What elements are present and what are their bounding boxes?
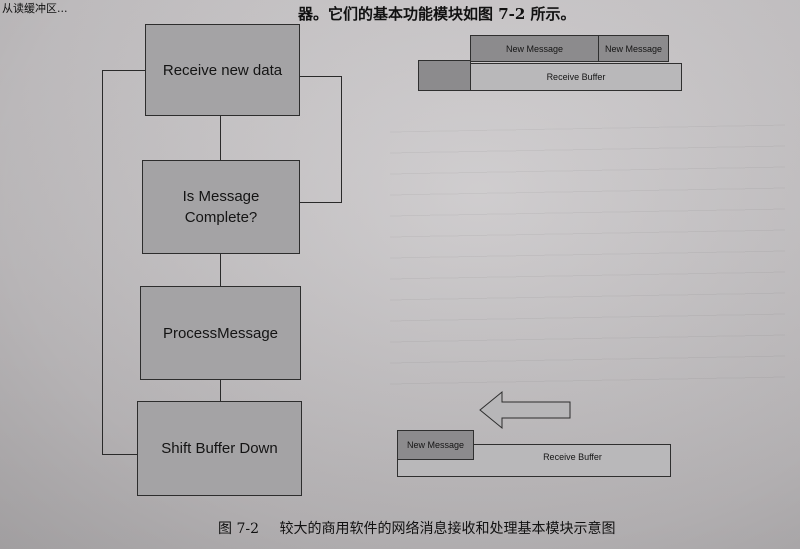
complete-to-process-line — [220, 254, 221, 286]
loop-left-top-line — [102, 70, 145, 71]
loop-left-vertical-line — [102, 70, 103, 454]
top-buffer-prefix-block — [418, 60, 471, 91]
process-to-shift-line — [220, 380, 221, 401]
shift-left-arrow-icon — [479, 390, 571, 430]
loop-right-bottom-line — [300, 202, 341, 203]
bottom-new-message: New Message — [397, 430, 474, 460]
top-receive-buffer: Receive Buffer — [470, 63, 682, 91]
loop-left-bottom-line — [102, 454, 137, 455]
shift-buffer-down-box: Shift Buffer Down — [137, 401, 302, 496]
process-message-box: ProcessMessage — [140, 286, 301, 380]
is-message-complete-text: Is Message Complete? — [182, 188, 260, 226]
figure-caption: 图 7-2 较大的商用软件的网络消息接收和处理基本模块示意图 — [218, 518, 615, 538]
receive-to-complete-line — [220, 116, 221, 160]
receive-new-data-box: Receive new data — [145, 24, 300, 116]
background-text-lines — [390, 124, 785, 402]
loop-right-top-line — [300, 76, 341, 77]
figure-caption-label: 图 7-2 — [218, 521, 259, 537]
top-new-message-1: New Message — [470, 35, 599, 62]
top-new-message-2: New Message — [598, 35, 669, 62]
is-message-complete-box: Is Message Complete? — [142, 160, 300, 254]
bottom-receive-buffer-label: Receive Buffer — [543, 452, 602, 462]
loop-right-vertical-line — [341, 76, 342, 203]
header-right-text: 器。它们的基本功能模块如图 7-2 所示。 — [298, 5, 576, 23]
figure-caption-text: 较大的商用软件的网络消息接收和处理基本模块示意图 — [279, 521, 616, 537]
header-left-text: 从读缓冲区... — [2, 2, 68, 15]
